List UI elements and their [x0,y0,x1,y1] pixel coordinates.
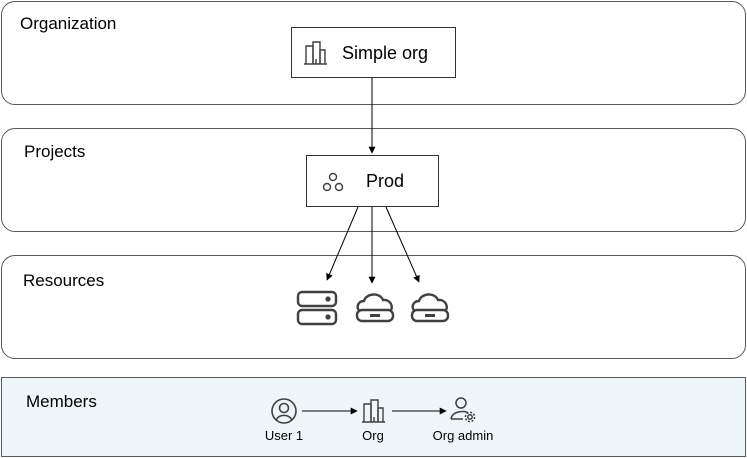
cloud-drive-icon[interactable] [409,290,451,324]
server-stack-icon[interactable] [296,290,338,326]
member-role-label: Org admin [432,428,494,443]
user-gear-icon[interactable] [449,396,477,424]
building-icon[interactable] [360,398,386,424]
cloud-drive-icon[interactable] [354,290,396,324]
resources-lane [1,255,746,359]
members-lane [1,377,746,457]
project-to-resource-1-arrow [326,206,359,281]
members-lane-label: Members [26,392,97,411]
org-node[interactable]: Simple org [291,27,456,78]
project-to-resource-3-arrow [385,206,420,283]
organization-lane [1,1,746,105]
user-icon[interactable] [270,397,298,425]
org-node-label: Simple org [342,43,429,63]
member-org-label: Org [362,428,384,443]
organization-lane-label: Organization [20,14,117,33]
circles-icon [322,172,344,192]
projects-lane [1,128,746,232]
project-node[interactable]: Prod [306,155,439,207]
building-icon [304,41,327,65]
projects-lane-label: Projects [24,142,86,161]
project-node-label: Prod [366,171,405,191]
resources-lane-label: Resources [23,271,105,290]
member-user-label: User 1 [264,428,304,443]
